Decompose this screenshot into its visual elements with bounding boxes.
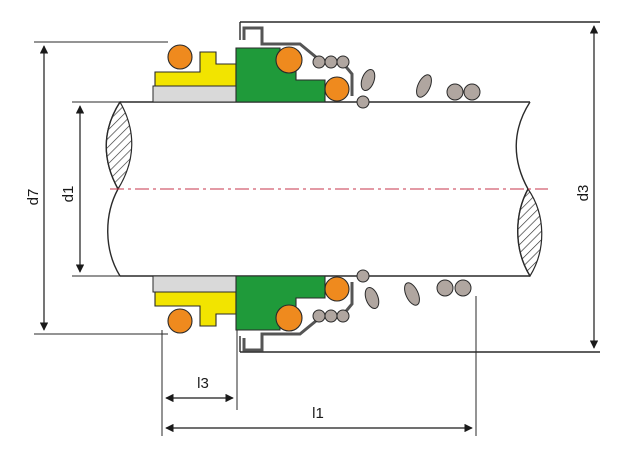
gland-casing (239, 21, 600, 353)
dimension-d7: d7 (25, 41, 168, 335)
label-l3: l3 (197, 375, 209, 392)
label-d3: d3 (575, 185, 592, 202)
label-d7: d7 (25, 189, 42, 206)
o-ring-rotating-bottom (275, 304, 303, 332)
stationary-seat-base-bottom (152, 275, 237, 293)
o-ring-stationary-bottom (167, 308, 193, 334)
retainer-top (242, 26, 354, 96)
o-ring-rotating-top (275, 46, 303, 74)
o-ring-stationary-top (167, 44, 193, 70)
dimension-d1: d1 (60, 101, 120, 277)
o-ring-shaft-bottom (324, 276, 350, 302)
shaft-left-hatch (105, 100, 133, 191)
stationary-seat-base-top (152, 85, 237, 103)
retainer-bottom (242, 282, 354, 352)
stationary-ring-bottom (154, 291, 237, 327)
label-l1: l1 (312, 405, 324, 422)
o-ring-shaft-top (324, 76, 350, 102)
stationary-ring-top (154, 51, 237, 87)
dimension-d3: d3 (575, 25, 599, 349)
dimension-l1: l1 (165, 296, 477, 436)
shaft-right-hatch (517, 187, 543, 278)
shaft (105, 100, 548, 278)
spring-bottom (312, 269, 472, 323)
seal-top-half (152, 26, 481, 109)
label-d1: d1 (60, 186, 77, 203)
spring-top (312, 55, 481, 109)
dimension-l3: l3 (161, 330, 238, 436)
seal-bottom-half (152, 269, 472, 352)
